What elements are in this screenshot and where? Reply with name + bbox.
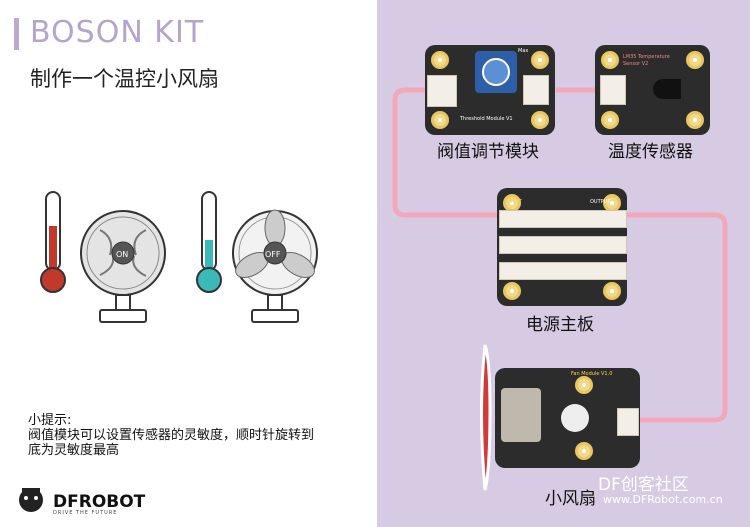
thermometer-cold-icon xyxy=(196,191,222,293)
power-board: INPUT OUTPUT xyxy=(497,188,627,306)
page-subtitle: 制作一个温控小风扇 xyxy=(30,67,219,91)
left-panel: BOSON KIT 制作一个温控小风扇 xyxy=(14,15,318,516)
fan-off-icon xyxy=(232,209,318,323)
threshold-module: Max Threshold Module V1 xyxy=(425,45,555,135)
connector-row xyxy=(499,262,627,280)
connector xyxy=(523,75,549,105)
fan-motor-disc xyxy=(561,404,589,432)
connector xyxy=(427,75,457,107)
connector-row xyxy=(499,210,627,228)
max-text: Max xyxy=(518,48,529,54)
fan-illustration xyxy=(40,191,318,323)
fan-on-label: ON xyxy=(116,250,129,259)
tip-text: 小提示: 阀值模块可以设置传感器的灵敏度，顺时针旋转到 底为灵敏度最高 xyxy=(28,413,314,458)
temperature-module: LM35 Temperature Sensor V2 xyxy=(595,45,710,135)
tip-line-1: 阀值模块可以设置传感器的灵敏度，顺时针旋转到 xyxy=(28,428,315,443)
logo-name: DFROBOT xyxy=(53,492,146,512)
fan-off-label: OFF xyxy=(265,250,281,259)
connector xyxy=(600,75,626,105)
fan-blade-icon xyxy=(480,344,492,491)
mount-hole xyxy=(531,51,549,69)
mount-hole xyxy=(503,282,521,300)
connector xyxy=(617,408,639,436)
cable-threshold-to-power xyxy=(392,87,500,218)
fan-module-label: 小风扇 xyxy=(545,489,596,509)
dfrobot-logo-icon xyxy=(19,488,43,512)
temp-board-text-1: LM35 Temperature xyxy=(623,54,670,60)
threshold-module-label: 阀值调节模块 xyxy=(437,142,539,162)
fan-on-icon xyxy=(80,210,166,323)
tip-heading: 小提示: xyxy=(28,413,72,428)
mount-hole xyxy=(686,51,704,69)
connector-row xyxy=(499,236,627,254)
fan-motor xyxy=(501,388,541,442)
tip-line-2: 底为灵敏度最高 xyxy=(28,443,120,458)
temperature-module-label: 温度传感器 xyxy=(608,142,693,162)
temp-board-text-2: Sensor V2 xyxy=(623,61,649,67)
fan-board-text: Fan Module V1.0 xyxy=(571,371,613,377)
mount-hole xyxy=(575,376,593,394)
mount-hole xyxy=(431,111,449,129)
mount-hole xyxy=(601,51,619,69)
mount-hole xyxy=(531,111,549,129)
output-text: OUTPUT xyxy=(590,199,611,205)
mount-hole xyxy=(601,111,619,129)
mount-hole xyxy=(686,111,704,129)
watermark-url: www.DFRobot.com.cn xyxy=(603,493,723,506)
watermark-title: DF创客社区 xyxy=(598,475,689,495)
title-accent-bar xyxy=(14,18,19,50)
input-text: INPUT xyxy=(507,199,522,205)
cable-power-to-fan xyxy=(625,212,728,423)
power-board-label: 电源主板 xyxy=(526,315,594,335)
mount-hole xyxy=(431,51,449,69)
lm35-sensor-chip xyxy=(653,79,681,99)
mount-hole xyxy=(575,442,593,460)
page-title: BOSON KIT xyxy=(30,15,205,50)
logo-tagline: DRIVE THE FUTURE xyxy=(53,510,118,516)
threshold-board-text: Threshold Module V1 xyxy=(460,116,513,122)
fan-module: Fan Module V1.0 xyxy=(495,368,640,468)
mount-hole xyxy=(603,282,621,300)
potentiometer-knob xyxy=(475,51,517,93)
thermometer-hot-icon xyxy=(40,191,66,293)
